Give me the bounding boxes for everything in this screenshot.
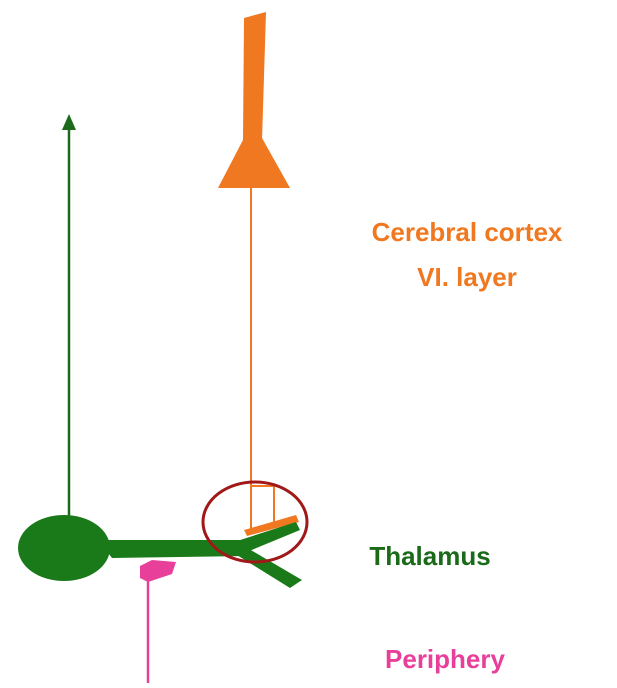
peripheral-terminal: [140, 560, 176, 582]
apical-dendrite: [243, 12, 266, 140]
cortex-label: Cerebral cortex VI. layer: [328, 210, 606, 300]
axon-collateral: [251, 486, 274, 522]
pyramidal-soma: [218, 138, 290, 188]
arrowhead-icon: [62, 114, 76, 130]
cortex-label-line1: Cerebral cortex: [328, 210, 606, 255]
cortex-label-line2: VI. layer: [328, 255, 606, 300]
thalamic-soma: [18, 515, 110, 581]
periphery-label: Periphery: [350, 642, 540, 676]
thalamus-label: Thalamus: [330, 540, 530, 572]
